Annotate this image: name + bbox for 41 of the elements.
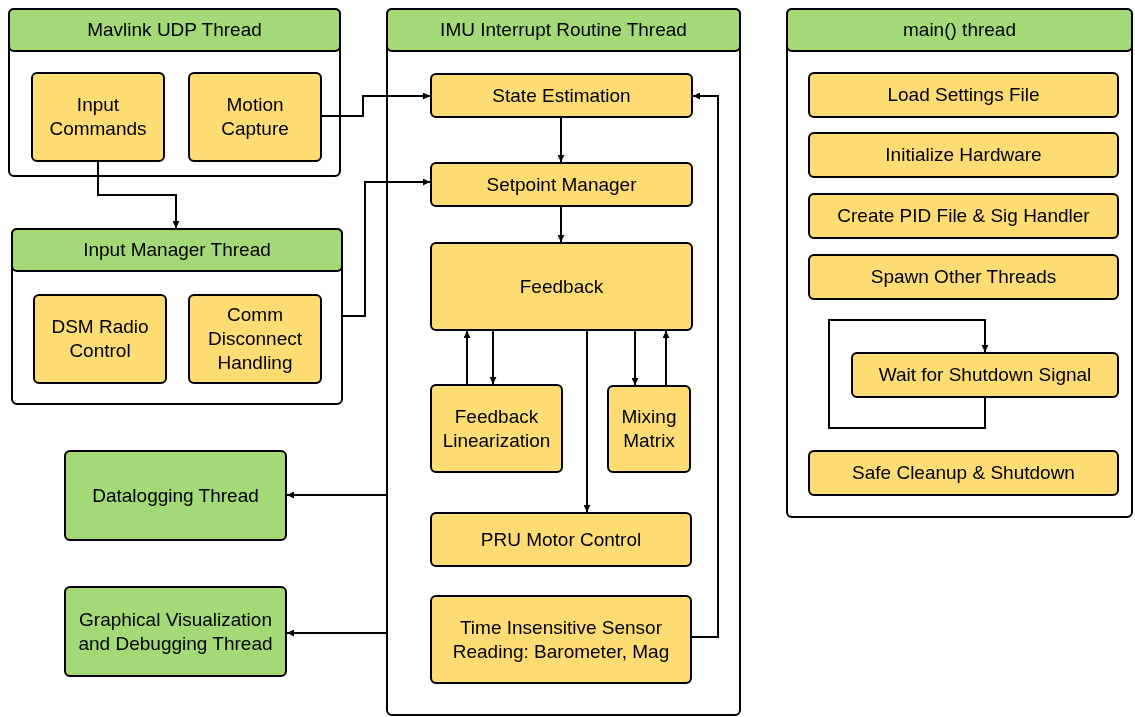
arrow (463, 330, 471, 385)
arrow (489, 330, 497, 385)
process-box: Comm Disconnect Handling (188, 294, 322, 384)
process-box: State Estimation (430, 73, 693, 118)
thread-panel (386, 8, 741, 716)
process-box: DSM Radio Control (33, 294, 167, 384)
process-box: Wait for Shutdown Signal (851, 352, 1119, 398)
arrow (286, 629, 387, 637)
arrow (342, 178, 431, 317)
process-box: Setpoint Manager (430, 162, 693, 207)
arrow (828, 319, 989, 429)
thread-header: IMU Interrupt Routine Thread (386, 8, 741, 52)
arrow (691, 92, 719, 638)
arrow (662, 330, 670, 386)
thread-panel (786, 8, 1133, 518)
arrow (286, 491, 387, 499)
process-box: Feedback (430, 242, 693, 331)
process-box: Feedback Linearization (430, 384, 563, 473)
arrow (321, 92, 431, 117)
process-box: Mixing Matrix (607, 385, 691, 473)
thread-header: main() thread (786, 8, 1133, 52)
thread-panel (11, 228, 343, 405)
arrow (557, 117, 565, 163)
process-box: Time Insensitive Sensor Reading: Barometer, Mag (430, 595, 692, 684)
process-box: Spawn Other Threads (808, 254, 1119, 300)
thread-box: Graphical Visualization and Debugging Thread (64, 586, 287, 677)
arrow (583, 330, 591, 513)
thread-panel (8, 8, 341, 177)
process-box: Motion Capture (188, 72, 322, 162)
arrow (631, 330, 639, 386)
arrow (557, 206, 565, 243)
process-box: Create PID File & Sig Handler (808, 193, 1119, 239)
process-box: Load Settings File (808, 72, 1119, 118)
thread-header: Mavlink UDP Thread (8, 8, 341, 52)
thread-box: Datalogging Thread (64, 450, 287, 541)
arrow (97, 161, 180, 229)
process-box: Initialize Hardware (808, 132, 1119, 178)
thread-header: Input Manager Thread (11, 228, 343, 272)
process-box: Safe Cleanup & Shutdown (808, 450, 1119, 496)
process-box: Input Commands (31, 72, 165, 162)
process-box: PRU Motor Control (430, 512, 692, 567)
